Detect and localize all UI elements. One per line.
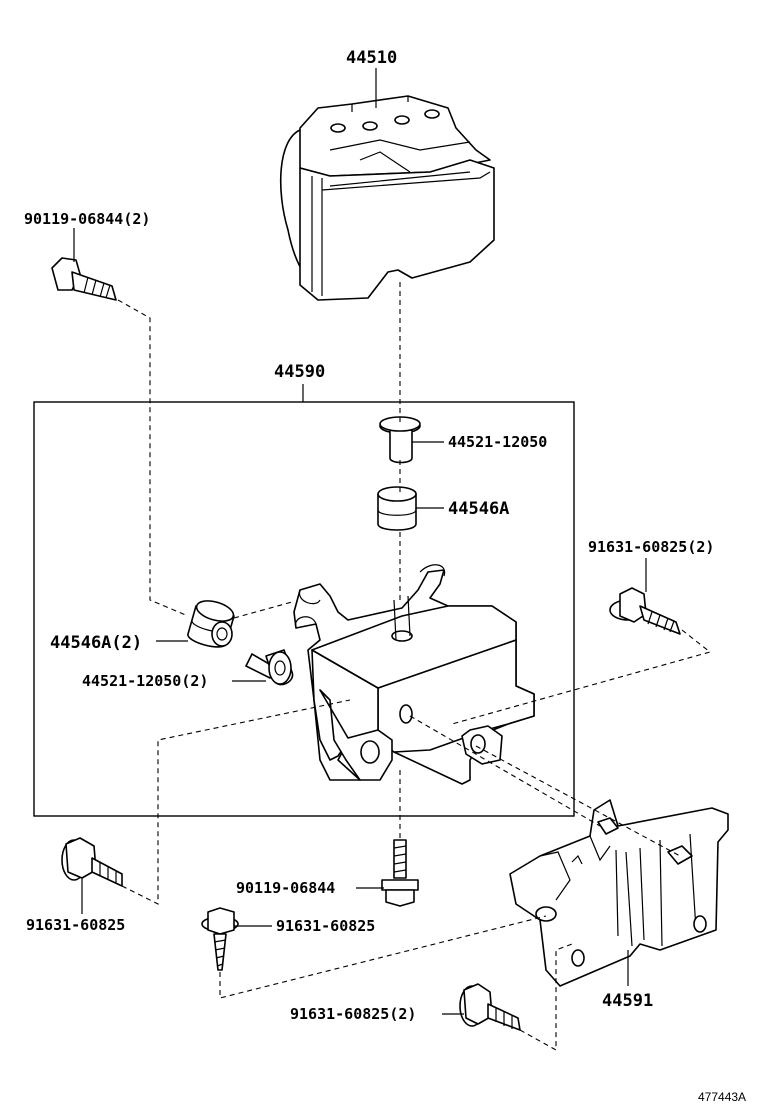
part-label-bolt-top-left: 90119-06844(2) xyxy=(24,210,150,228)
hex-bolt-icon[interactable] xyxy=(381,839,419,907)
cushion-icon[interactable] xyxy=(187,597,236,648)
part-label-bolt-lower-left: 91631-60825 xyxy=(26,916,125,934)
leader-lines xyxy=(73,68,647,1015)
part-label-44590: 44590 xyxy=(274,362,325,382)
part-label-cushion-top: 44546A xyxy=(448,499,509,519)
part-label-bolt-center: 90119-06844 xyxy=(236,879,335,897)
flange-bolt-icon[interactable] xyxy=(61,837,123,887)
part-label-44591: 44591 xyxy=(602,991,653,1011)
part-label-bolt-bottom: 91631-60825(2) xyxy=(290,1005,416,1023)
flange-bolt-icon[interactable] xyxy=(459,983,521,1031)
bracket-assembly-frame xyxy=(33,384,575,817)
cushion-icon[interactable] xyxy=(377,486,417,531)
hex-bolt-icon[interactable] xyxy=(51,257,117,301)
actuator-bracket-icon[interactable] xyxy=(293,564,535,785)
flange-bolt-icon[interactable] xyxy=(201,907,239,971)
diagram-reference-id: 477443A xyxy=(698,1090,746,1104)
part-label-cushion-left: 44546A(2) xyxy=(50,633,142,653)
part-labels: 44510 44590 90119-06844(2) 44521-12050 4… xyxy=(24,48,746,1104)
collar-icon[interactable] xyxy=(379,416,421,464)
part-label-collar-top: 44521-12050 xyxy=(448,433,547,451)
part-label-44510: 44510 xyxy=(346,48,397,68)
part-label-bolt-mid: 91631-60825 xyxy=(276,917,375,935)
flange-bolt-icon[interactable] xyxy=(609,587,681,635)
part-label-bolt-right: 91631-60825(2) xyxy=(588,538,714,556)
lower-bracket-icon[interactable] xyxy=(509,799,729,987)
abs-actuator-icon[interactable] xyxy=(279,95,495,301)
collar-icon[interactable] xyxy=(245,649,294,686)
assembly-guide-lines xyxy=(117,282,712,1051)
part-label-collar-left: 44521-12050(2) xyxy=(82,672,208,690)
